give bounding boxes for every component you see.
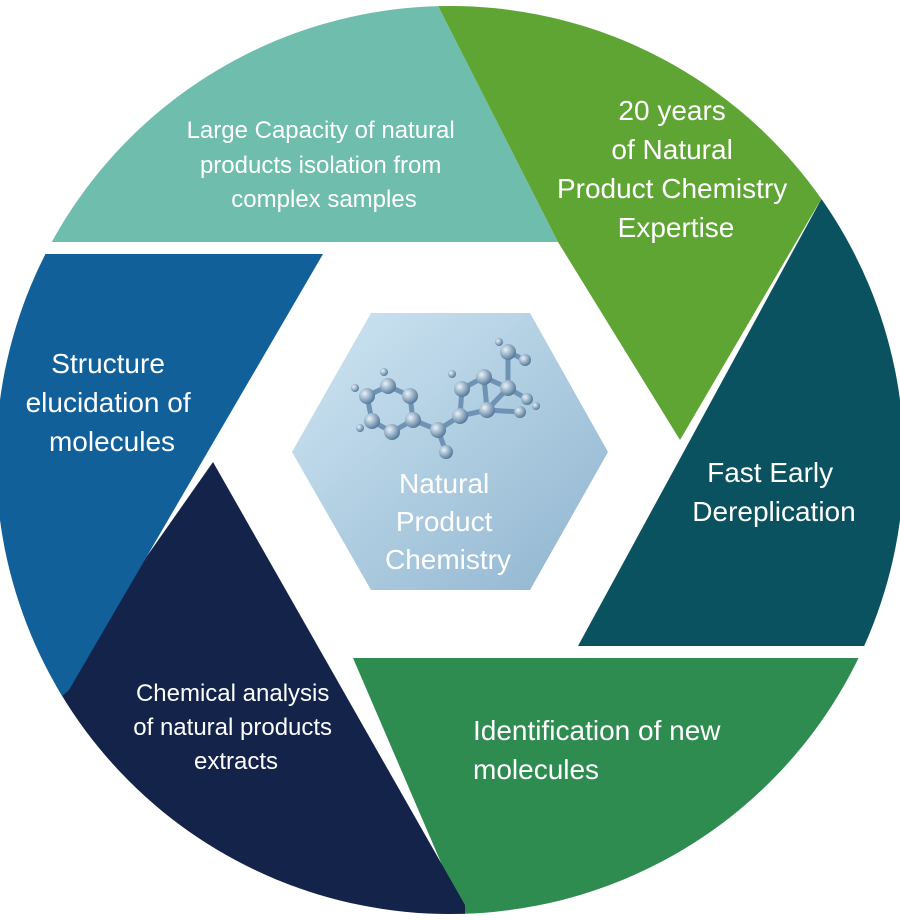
label-line: 20 years — [618, 95, 725, 126]
center-label: Natural Product Chemistry — [385, 468, 511, 575]
label-expertise: 20 years of Natural Product Chemistry Ex… — [557, 95, 795, 243]
label-line: Fast Early — [707, 457, 833, 488]
label-line: Structure — [51, 348, 165, 379]
label-structure-elucidation: Structure elucidation of molecules — [26, 348, 199, 457]
segment-dereplication — [578, 170, 900, 646]
molecule-icon — [351, 338, 540, 459]
label-identification: Identification of new molecules — [473, 715, 728, 785]
label-line: Large Capacity of natural — [187, 117, 455, 144]
label-line: elucidation of — [26, 387, 191, 418]
center-label-line: Natural — [399, 468, 489, 499]
segment-structure-elucidation — [0, 254, 323, 760]
logo-mark-icon — [730, 52, 758, 86]
label-line: extracts — [194, 748, 278, 775]
label-line: Expertise — [618, 212, 735, 243]
label-line: of Natural — [611, 134, 732, 165]
center-label-line: Chemistry — [385, 544, 511, 575]
label-line: molecules — [473, 754, 599, 785]
label-line: molecules — [49, 426, 175, 457]
label-dereplication: Fast Early Dereplication — [692, 457, 855, 527]
center-label-line: Product — [396, 506, 493, 537]
label-line: Identification of new — [473, 715, 721, 746]
label-line: Chemical analysis — [136, 680, 329, 707]
label-line: of natural products — [133, 714, 332, 741]
label-line: Product Chemistry — [557, 173, 787, 204]
label-line: products isolation from — [200, 152, 441, 179]
label-chemical-analysis: Chemical analysis of natural products ex… — [133, 680, 338, 775]
label-line: Dereplication — [692, 496, 855, 527]
label-line: complex samples — [231, 186, 416, 213]
label-large-capacity: Large Capacity of natural products isola… — [187, 117, 462, 213]
